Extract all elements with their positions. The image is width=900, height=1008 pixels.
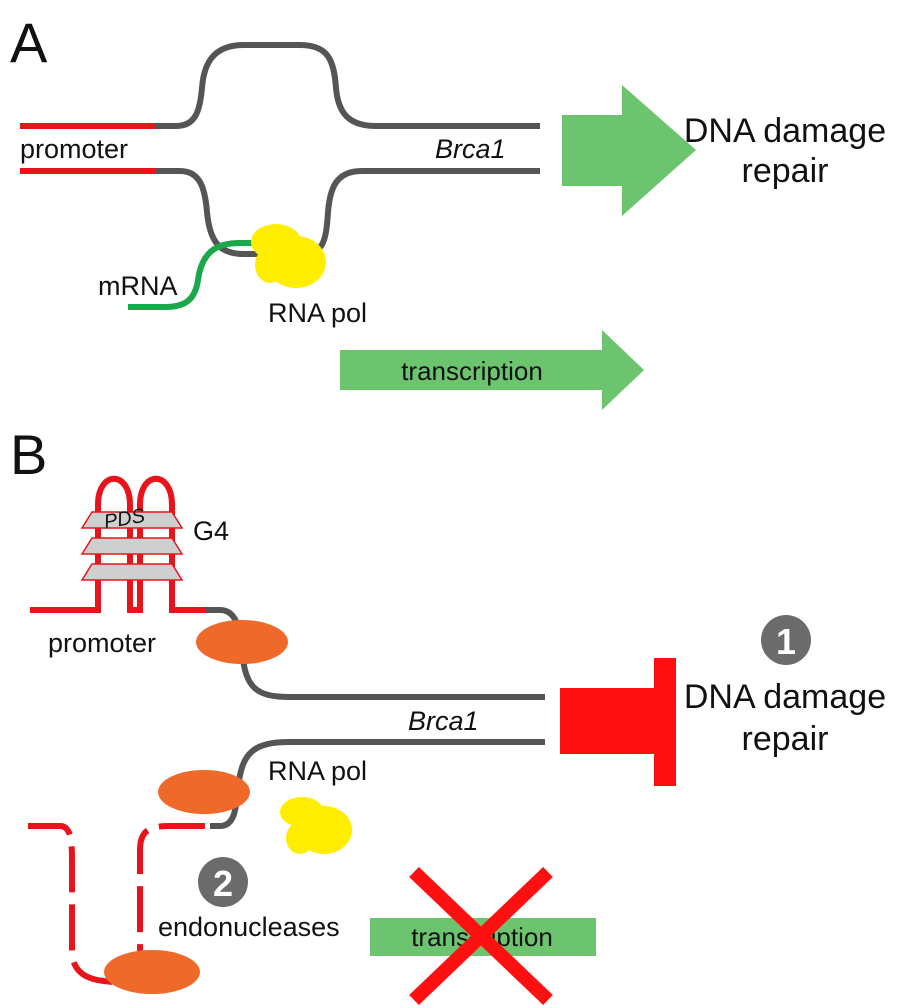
blocked-x-icon	[409, 866, 553, 1006]
rna-polymerase-b	[280, 797, 352, 854]
activation-arrow	[562, 85, 696, 216]
rna-pol-label-a: RNA pol	[268, 298, 367, 328]
marker-2	[198, 857, 248, 907]
rna-polymerase-a	[251, 224, 326, 288]
endonuclease-2	[158, 770, 250, 814]
mrna-label: mRNA	[98, 271, 178, 301]
endonuclease-1	[196, 620, 288, 664]
dna-bottom-strand-b	[210, 739, 545, 829]
marker-2-label: 2	[213, 863, 233, 904]
panel-a-letter: A	[10, 11, 48, 74]
promoter-label-b: promoter	[48, 628, 156, 658]
cleaved-promoter-strand	[28, 823, 210, 986]
promoter-label-a: promoter	[20, 134, 128, 164]
transcription-label-a: transcription	[401, 356, 543, 386]
outcome-a-line2: repair	[742, 152, 829, 190]
transcription-arrow	[340, 330, 644, 410]
outcome-b-line1: DNA damage	[684, 678, 886, 716]
g-quadruplex	[30, 475, 205, 613]
brca1-label-a: Brca1	[435, 134, 506, 164]
dna-top-strand	[156, 42, 540, 129]
endonucleases-label: endonucleases	[158, 912, 340, 942]
panel-b-letter: B	[10, 423, 47, 486]
brca1-label-b: Brca1	[408, 706, 479, 736]
outcome-a-line1: DNA damage	[684, 112, 886, 150]
inhibition-block	[560, 658, 676, 786]
marker-1	[761, 615, 811, 665]
outcome-b-line2: repair	[742, 720, 829, 758]
rna-pol-label-b: RNA pol	[268, 756, 367, 786]
marker-1-label: 1	[776, 621, 796, 662]
g4-label: G4	[193, 516, 229, 546]
mrna-strand	[128, 240, 262, 310]
dna-bottom-strand	[156, 168, 540, 257]
endonuclease-3	[104, 950, 200, 994]
